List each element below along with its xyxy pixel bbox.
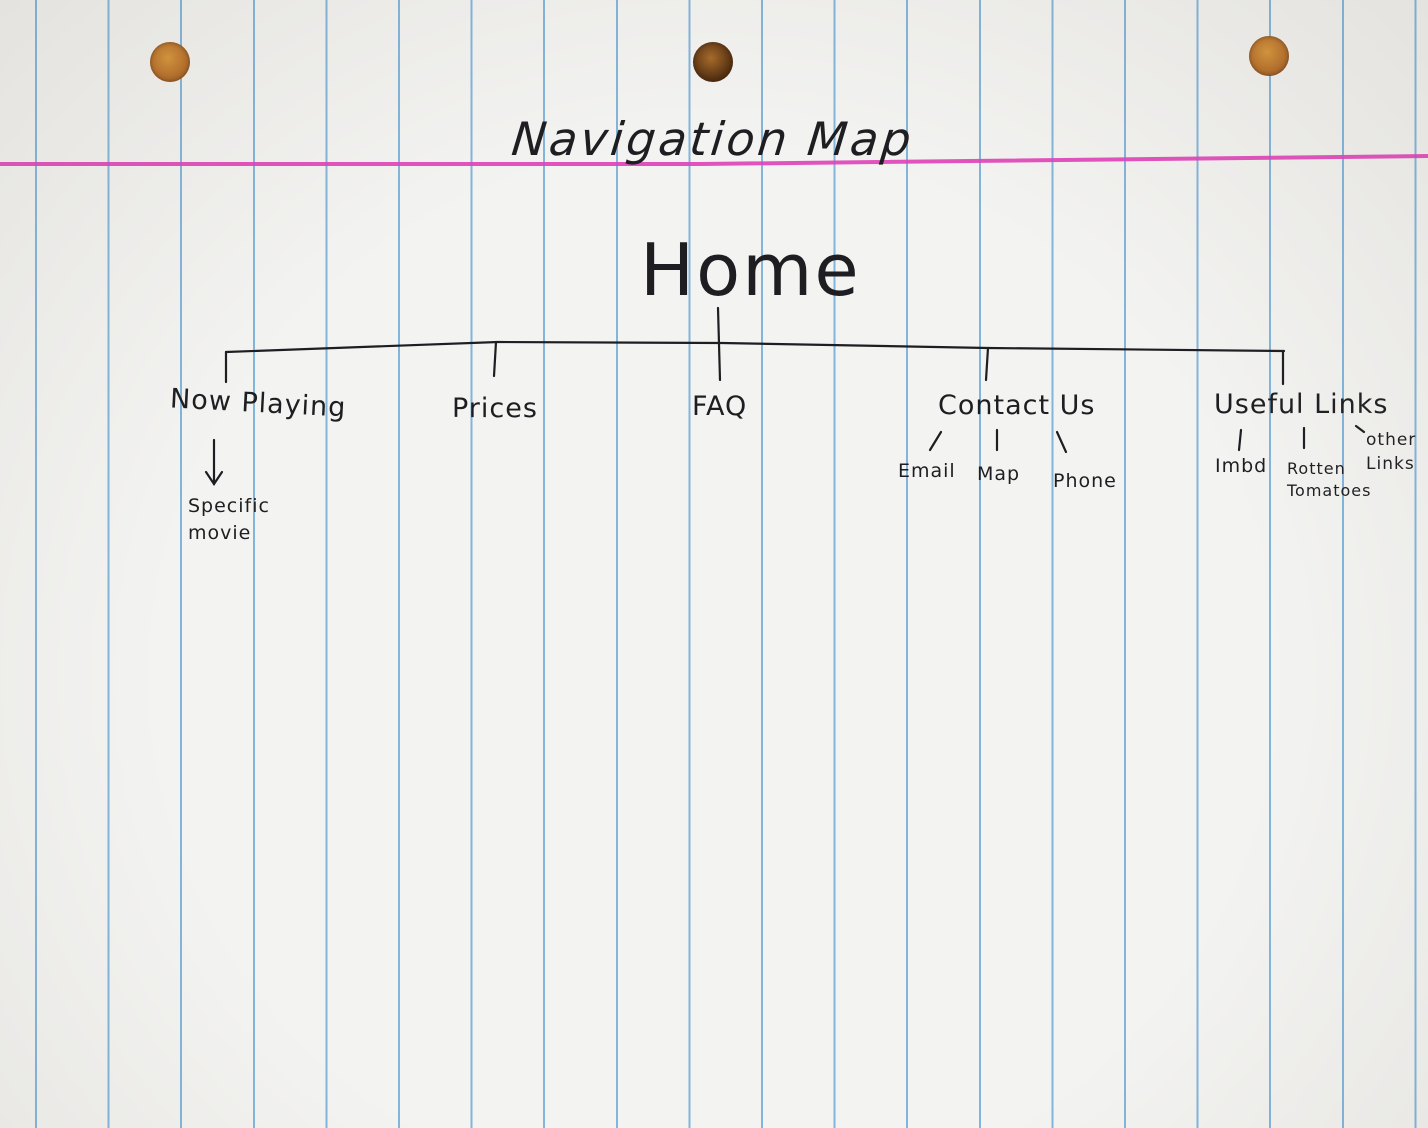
link-phone — [1055, 430, 1068, 454]
node-phone: Phone — [1053, 470, 1117, 492]
pink-margin-line — [0, 154, 1428, 166]
node-now-playing: Now Playing — [169, 383, 348, 424]
node-contact-us: Contact Us — [938, 390, 1096, 421]
node-useful-links: Useful Links — [1214, 389, 1389, 420]
level1-bar — [224, 340, 1286, 354]
node-email: Email — [898, 460, 956, 482]
node-specific-movie: Specific movie — [188, 495, 270, 544]
node-prices: Prices — [452, 393, 538, 424]
node-rotten-tomatoes: Rotten Tomatoes — [1287, 459, 1372, 500]
node-other-links: other Links — [1366, 430, 1417, 474]
drop-contact-us — [984, 346, 990, 382]
node-imbd: Imbd — [1215, 455, 1268, 477]
binder-hole-right — [1249, 36, 1289, 76]
node-faq: FAQ — [692, 391, 748, 422]
link-other — [1354, 424, 1366, 434]
root-node-home: Home — [640, 228, 861, 312]
arrow-head — [204, 470, 224, 486]
link-email — [928, 430, 943, 452]
binder-hole-middle — [693, 42, 733, 82]
root-stem — [716, 306, 722, 382]
node-map: Map — [977, 463, 1021, 485]
link-imbd — [1237, 428, 1243, 452]
diagram-title: Navigation Map — [509, 112, 917, 166]
drop-prices — [492, 340, 498, 378]
binder-hole-left — [150, 42, 190, 82]
